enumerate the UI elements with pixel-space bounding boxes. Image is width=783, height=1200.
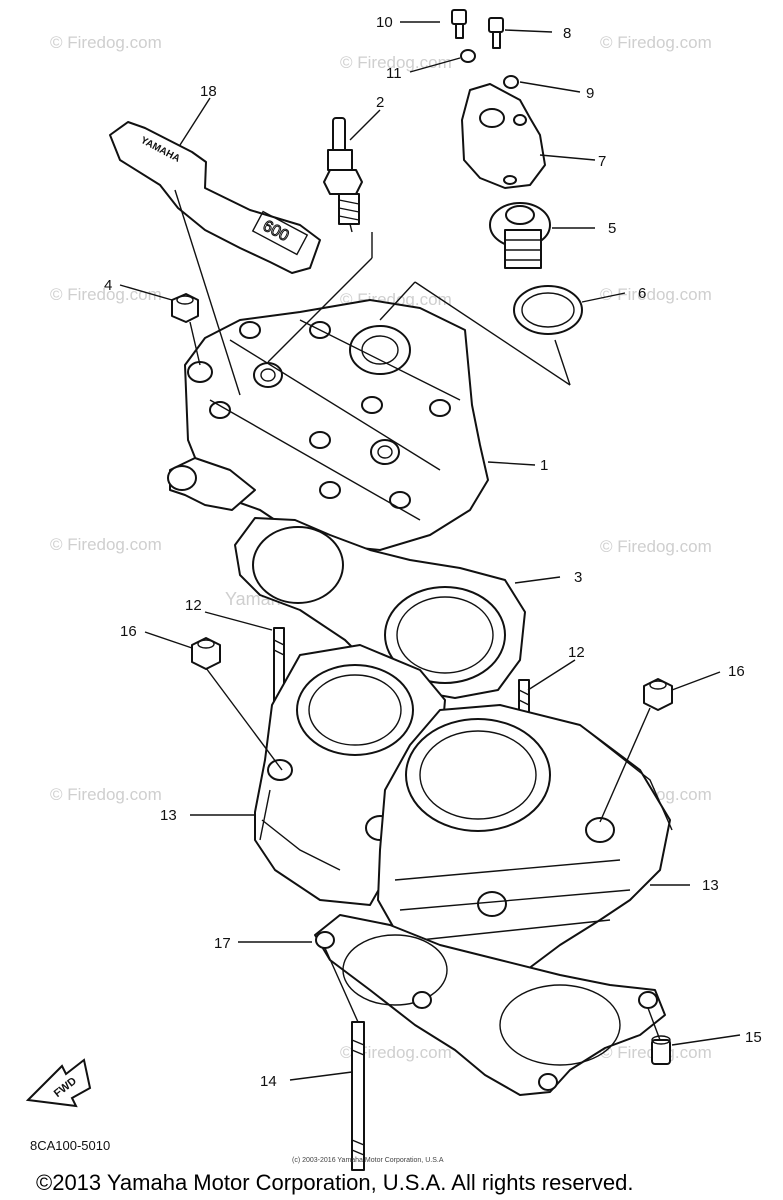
part-8-bolt: [488, 17, 504, 49]
callout-1: 1: [540, 457, 548, 474]
callout-18: 18: [200, 83, 217, 100]
watermark: © Firedog.com: [600, 285, 712, 304]
part-18-decal: YAMAHA 600: [109, 121, 321, 274]
callout-15: 15: [745, 1029, 762, 1046]
copyright-notice: ©2013 Yamaha Motor Corporation, U.S.A. A…: [36, 1170, 633, 1195]
part-2-spark-plug: [323, 117, 363, 233]
part-7-thermostat-cover: [461, 83, 546, 189]
watermark: © Firedog.com: [600, 537, 712, 556]
part-3-head-gasket: [234, 517, 526, 699]
fwd-arrow-icon: FWD: [25, 1058, 92, 1108]
callout-2: 2: [376, 94, 384, 111]
callout-13-left: 13: [160, 807, 177, 824]
callout-6: 6: [638, 285, 646, 302]
leader-lines: [119, 21, 741, 1081]
small-copyright: (c) 2003-2016 Yamaha Motor Corporation, …: [292, 1157, 444, 1164]
part-13-cylinder-right: [377, 704, 673, 976]
callout-9: 9: [586, 85, 594, 102]
part-14-stud: [351, 1021, 365, 1171]
watermark: © Firedog.com: [340, 1043, 452, 1062]
watermark: © Firedog.com: [340, 53, 452, 72]
callout-labels: 10 8 11 9 7 5 6 18 2 4 1 3 12 12 16 16 1…: [104, 14, 762, 1090]
callout-4: 4: [104, 277, 112, 294]
callout-8: 8: [563, 25, 571, 42]
callout-12-left: 12: [185, 597, 202, 614]
watermark: © Firedog.com: [50, 535, 162, 554]
callout-14: 14: [260, 1073, 277, 1090]
part-10-bolt: [451, 9, 467, 39]
part-6-ring: [513, 285, 583, 335]
callout-10: 10: [376, 14, 393, 31]
callout-5: 5: [608, 220, 616, 237]
part-1-cylinder-head: [167, 299, 489, 551]
watermark: © Firedog.com: [50, 285, 162, 304]
callout-11: 11: [386, 65, 402, 82]
callout-12-right: 12: [568, 644, 585, 661]
part-16-nut-right: [643, 678, 673, 711]
part-15-dowel: [651, 1035, 671, 1065]
part-5-thermostat: [489, 202, 551, 269]
part-4-nut: [171, 293, 199, 323]
callout-3: 3: [574, 569, 582, 586]
part-9-washer: [503, 75, 519, 89]
callout-16-right: 16: [728, 663, 745, 680]
watermark: © Firedog.com: [50, 785, 162, 804]
part-11-washer: [460, 49, 476, 63]
watermark: © Firedog.com: [50, 33, 162, 52]
watermark: © Firedog.com: [600, 33, 712, 52]
callout-7: 7: [598, 153, 606, 170]
diagram-code: 8CA100-5010: [30, 1138, 110, 1153]
callout-13-right: 13: [702, 877, 719, 894]
callout-16-left: 16: [120, 623, 137, 640]
callout-17: 17: [214, 935, 231, 952]
part-16-nut-left: [191, 637, 221, 670]
